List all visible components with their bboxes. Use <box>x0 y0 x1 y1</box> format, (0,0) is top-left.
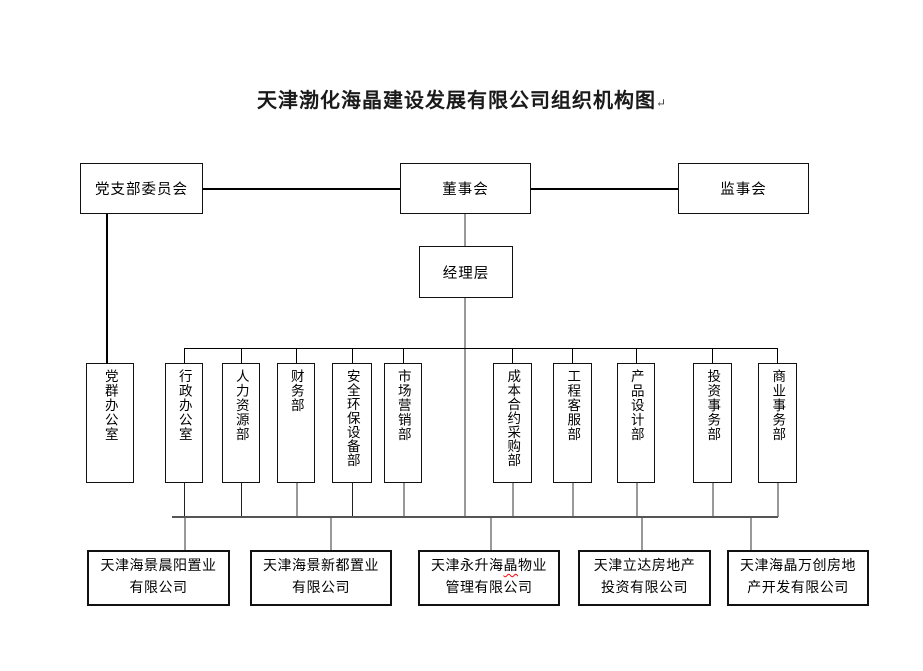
spine-management-bus <box>464 298 466 518</box>
drop-below-engineering <box>572 483 574 517</box>
subsidiary-box-yongsheng-property: 天津永升海晶物业 管理有限公司 <box>418 550 560 606</box>
dept-box-cost-contract-procurement: 成本合约采购部 <box>493 363 532 483</box>
subsidiary-line1: 天津海景新都置业 <box>263 559 379 574</box>
box-board-of-directors: 董事会 <box>400 163 531 214</box>
subsidiary-box-haijing-chenyang: 天津海景晨阳置业 有限公司 <box>87 550 230 606</box>
dept-label: 市场营销部 <box>395 369 411 442</box>
drop-dept-admin <box>184 348 186 363</box>
chart-title-text: 天津渤化海晶建设发展有限公司组织机构图 <box>256 90 656 112</box>
connector-party-office <box>106 214 108 363</box>
dept-label: 商业事务部 <box>770 369 786 442</box>
box-management: 经理层 <box>419 246 513 298</box>
bus-subsidiaries <box>172 516 778 518</box>
subsidiary-line2: 投资有限公司 <box>601 581 688 596</box>
drop-subsidiary-4 <box>641 518 643 550</box>
box-party-committee: 党支部委员会 <box>80 163 203 214</box>
subsidiary-line1: 天津立达房地产 <box>593 559 696 574</box>
drop-dept-commercial <box>777 348 779 363</box>
drop-dept-hr <box>241 348 243 363</box>
drop-subsidiary-2 <box>330 518 332 550</box>
connector-party-board <box>203 188 400 190</box>
spine-board-management <box>464 214 466 246</box>
paragraph-mark-icon: ↵ <box>655 96 667 110</box>
box-management-label: 经理层 <box>442 265 490 282</box>
dept-label: 行政办公室 <box>176 369 192 442</box>
dept-label: 财务部 <box>288 369 304 413</box>
drop-dept-engineering <box>572 348 574 363</box>
box-party-office: 党群办公室 <box>86 363 134 483</box>
dept-label: 人力资源部 <box>233 369 249 442</box>
dept-label: 产品设计部 <box>628 369 644 442</box>
drop-dept-cost <box>512 348 514 363</box>
box-party-committee-label: 党支部委员会 <box>95 182 188 198</box>
drop-dept-design <box>636 348 638 363</box>
subsidiary-line1: 天津海晶万创房地 <box>740 559 856 574</box>
drop-subsidiary-5 <box>750 518 752 550</box>
connector-board-supervisory <box>531 188 678 190</box>
bus-departments <box>184 348 778 350</box>
subsidiary-line2: 有限公司 <box>129 581 188 596</box>
drop-below-cost <box>512 483 514 517</box>
subsidiary-line2: 有限公司 <box>292 581 350 596</box>
subsidiary-line1-pre: 天津永升海 <box>431 559 504 574</box>
subsidiary-line1: 天津海景晨阳置业 <box>100 559 217 574</box>
subsidiary-line2: 产开发有限公司 <box>747 581 849 596</box>
box-board-label: 董事会 <box>442 182 489 198</box>
box-party-office-label: 党群办公室 <box>102 369 118 442</box>
dept-box-human-resources: 人力资源部 <box>222 363 260 483</box>
drop-below-safety <box>352 483 354 517</box>
subsidiary-box-haijing-xindu: 天津海景新都置业 有限公司 <box>250 550 392 606</box>
drop-below-marketing <box>403 483 405 517</box>
box-supervisory-board: 监事会 <box>678 163 809 214</box>
drop-below-admin <box>184 483 186 517</box>
dept-box-safety-environment-equipment: 安全环保设备部 <box>332 363 372 483</box>
subsidiary-line2: 管理有限公司 <box>445 581 533 596</box>
dept-box-commercial-affairs: 商业事务部 <box>758 363 797 483</box>
drop-below-hr <box>241 483 243 517</box>
drop-subsidiary-3 <box>490 518 492 550</box>
dept-label: 投资事务部 <box>705 369 721 442</box>
box-supervisory-label: 监事会 <box>720 182 767 198</box>
dept-box-engineering-customer-service: 工程客服部 <box>553 363 592 483</box>
dept-box-marketing: 市场营销部 <box>384 363 422 483</box>
subsidiary-line1-post: 物业 <box>518 559 547 574</box>
chart-title: 天津渤化海晶建设发展有限公司组织机构图↵ <box>0 84 923 113</box>
drop-dept-safety <box>352 348 354 363</box>
drop-below-finance <box>296 483 298 517</box>
subsidiary-box-haijing-wanchuang: 天津海晶万创房地 产开发有限公司 <box>727 550 869 606</box>
drop-dept-finance <box>296 348 298 363</box>
subsidiary-line1: 天津永升海晶物业 <box>431 556 547 578</box>
drop-below-design <box>636 483 638 517</box>
dept-box-investment-affairs: 投资事务部 <box>693 363 732 483</box>
dept-label: 成本合约采购部 <box>505 369 521 467</box>
dept-box-finance: 财务部 <box>277 363 315 483</box>
drop-subsidiary-1 <box>184 518 186 550</box>
dept-box-admin-office: 行政办公室 <box>165 363 203 483</box>
dept-label: 安全环保设备部 <box>344 369 360 467</box>
subsidiary-misspelled-char: 晶 <box>503 559 518 574</box>
drop-dept-marketing <box>403 348 405 363</box>
drop-below-commercial <box>777 483 779 517</box>
dept-box-product-design: 产品设计部 <box>617 363 655 483</box>
subsidiary-box-lida-realestate: 天津立达房地产 投资有限公司 <box>578 550 711 606</box>
drop-below-investment <box>712 483 714 517</box>
dept-label: 工程客服部 <box>565 369 581 442</box>
drop-dept-investment <box>712 348 714 363</box>
